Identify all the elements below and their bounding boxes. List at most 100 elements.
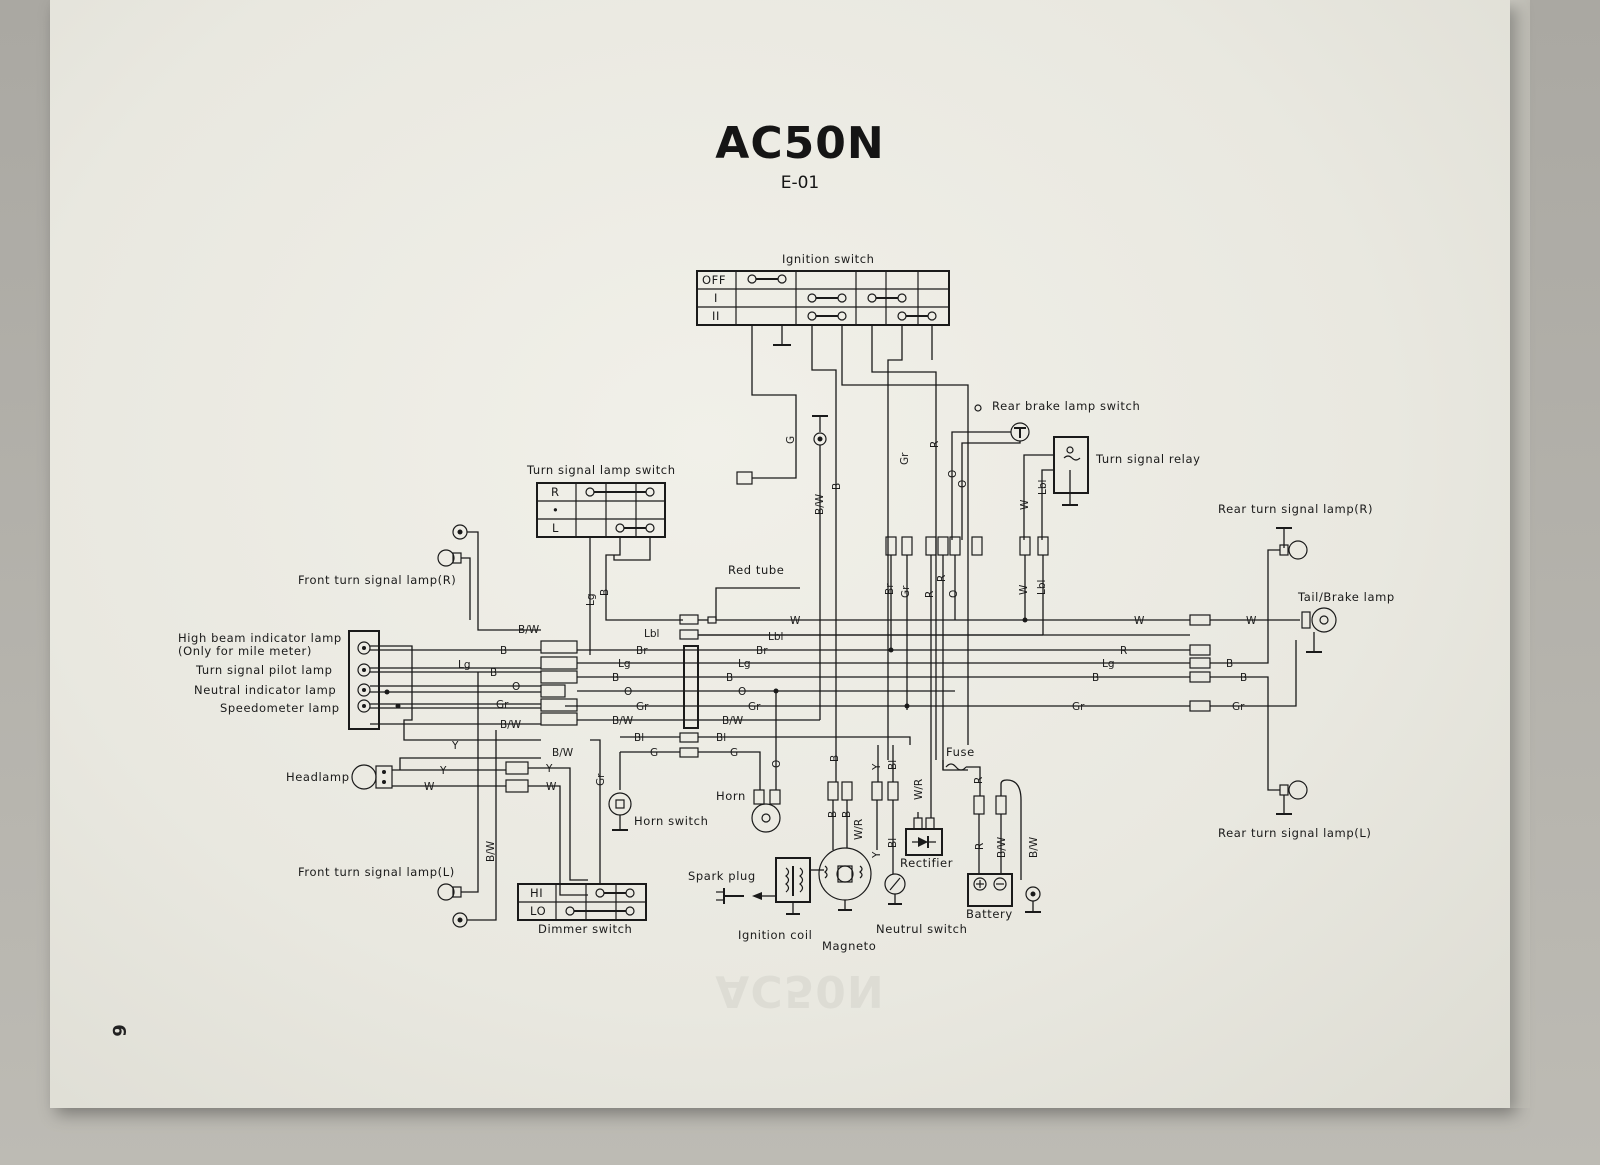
meter-lamps: High beam indicator lamp (Only for mile …	[178, 630, 574, 759]
battery-label: Battery	[966, 907, 1013, 921]
wire-label-bw-5: B/W	[552, 747, 574, 759]
wire-label-gr-2: Gr	[900, 585, 912, 598]
red-tube-label: Red tube	[728, 563, 784, 577]
battery: R B/W B/W Battery	[966, 779, 1041, 921]
wire-label-b-4: B	[726, 672, 733, 684]
fuse-label: Fuse	[946, 745, 975, 759]
rear-turn-signal-lamp-r-label: Rear turn signal lamp(R)	[1218, 502, 1373, 516]
wire-label-bw-3: B/W	[722, 715, 744, 727]
wire-label-g-2: G	[650, 747, 658, 759]
ignition-pos-off: OFF	[702, 273, 726, 287]
ignition-pos-2: II	[712, 309, 720, 323]
wire-label-o-1: O	[947, 470, 959, 478]
wire-label-bl-1: Bl	[716, 732, 726, 744]
wire-label-b-1: B	[831, 483, 843, 490]
rectifier: Rectifier	[900, 812, 952, 870]
wire-label-gr-8: Gr	[1232, 701, 1245, 713]
wire-label-br-3: Br	[756, 645, 768, 657]
horn-switch-label: Horn switch	[634, 814, 708, 828]
front-turn-signal-lamp-l: Front turn signal lamp(L) B/W	[298, 672, 497, 928]
turn-signal-relay-label: Turn signal relay	[1095, 452, 1201, 466]
wire-label-r-4: R	[1120, 645, 1127, 657]
wire-label-lbl-3: Lbl	[644, 628, 659, 640]
wire-label-w-6: W	[546, 781, 557, 793]
horn: Horn	[716, 789, 781, 833]
turn-signal-relay: Turn signal relay W Lbl	[1019, 436, 1201, 540]
wire-label-br-1: Br	[884, 583, 896, 595]
wire-label-bl-4: Bl	[887, 838, 899, 848]
front-turn-signal-lamp-r-label: Front turn signal lamp(R)	[298, 573, 456, 587]
neutral-switch-label: Neutrul switch	[876, 922, 967, 936]
wire-label-gr-3: Gr	[636, 701, 649, 713]
turn-signal-lamp-switch: Turn signal lamp switch R • L Lg B Lbl	[526, 463, 683, 655]
wire-label-lg-2: Lg	[618, 658, 631, 670]
headlamp-label: Headlamp	[286, 770, 350, 784]
spark-plug-label: Spark plug	[688, 869, 756, 883]
front-turn-signal-lamp-r: Front turn signal lamp(R) B/W	[298, 524, 541, 636]
wire-label-o-7: O	[512, 681, 520, 693]
page-title: AC50N	[715, 118, 885, 169]
dimmer-pos-lo: LO	[530, 904, 546, 918]
wire-label-w-3: W	[790, 615, 801, 627]
main-harness: Red tube W W Lbl Br Br R Lg Lg Lg B B B	[565, 563, 1190, 790]
wire-label-o-3: O	[948, 590, 960, 598]
manual-page	[50, 0, 1510, 1108]
magneto-label: Magneto	[822, 939, 876, 953]
wire-label-r-6: R	[974, 843, 986, 850]
ignition-coil: Ignition coil	[738, 857, 824, 942]
wire-label-lbl-2: Lbl	[1036, 580, 1048, 595]
wire-label-lg-3: Lg	[738, 658, 751, 670]
dimmer-switch: HI LO Gr Dimmer switch	[517, 739, 647, 936]
wire-label-o-5: O	[738, 686, 746, 698]
page-subtitle: E-01	[780, 173, 820, 193]
wire-label-bw-6: B/W	[518, 624, 540, 636]
wire-label-bl-3: Bl	[887, 760, 899, 770]
main-connector	[679, 614, 699, 758]
wire-label-b-10: B	[841, 811, 853, 818]
rear-brake-lamp-switch: Rear brake lamp switch O O	[947, 399, 1140, 540]
magneto: Magneto	[818, 830, 876, 953]
wire-label-g: G	[785, 436, 797, 444]
wire-label-b-11: B	[1226, 658, 1233, 670]
rear-turn-signal-lamp-r: Rear turn signal lamp(R)	[1218, 502, 1373, 560]
rear-brake-lamp-switch-label: Rear brake lamp switch	[992, 399, 1140, 413]
wire-label-w-4: W	[1134, 615, 1145, 627]
wire-label-bw-2: B/W	[612, 715, 634, 727]
wire-label-r-2: R	[924, 591, 936, 598]
wire-label-g-3: G	[730, 747, 738, 759]
wire-label-y-2: Y	[439, 765, 447, 777]
wire-label-r-1: R	[929, 441, 941, 448]
speedometer-lamp-label: Speedometer lamp	[220, 701, 340, 715]
dimmer-pos-hi: HI	[530, 886, 543, 900]
wire-label-wr-2: W/R	[853, 819, 865, 840]
wire-label-gr-4: Gr	[748, 701, 761, 713]
wire-label-br-2: Br	[636, 645, 648, 657]
turn-signal-pilot-label: Turn signal pilot lamp	[195, 663, 333, 677]
wire-label-wr-1: W/R	[913, 779, 925, 800]
wire-label-o-4: O	[624, 686, 632, 698]
wire-label-bw-8: B/W	[996, 836, 1008, 858]
wire-label-b-2: B	[599, 589, 611, 596]
neutral-indicator-label: Neutral indicator lamp	[194, 683, 336, 697]
turn-switch-pos-l: L	[552, 521, 559, 535]
wire-label-r-3: R	[936, 575, 948, 582]
rear-turn-signal-lamp-l-label: Rear turn signal lamp(L)	[1218, 826, 1371, 840]
wire-label-y-4: Y	[871, 763, 883, 771]
magneto-connectors: B Y Bl W/R B B W/R Y Bl	[827, 745, 968, 870]
ignition-switch-label: Ignition switch	[782, 252, 875, 266]
wire-label-y-3: Y	[545, 763, 553, 775]
rear-turn-signal-lamp-l: Rear turn signal lamp(L)	[1218, 780, 1371, 840]
wire-label-bw-4: B/W	[500, 719, 522, 731]
ignition-switch: Ignition switch OFF I II	[696, 252, 950, 346]
wire-label-b-12: B	[1240, 672, 1247, 684]
wire-label-y-5: Y	[871, 851, 883, 859]
left-connector-block	[540, 640, 578, 726]
tail-brake-lamp: Tail/Brake lamp	[1297, 590, 1394, 653]
wire-label-lbl-1: Lbl	[1037, 480, 1049, 495]
ignition-coil-label: Ignition coil	[738, 928, 812, 942]
wire-label-o-6: O	[771, 760, 783, 768]
wire-label-w-1: W	[1019, 499, 1031, 510]
wire-label-lg-5: Lg	[458, 659, 471, 671]
